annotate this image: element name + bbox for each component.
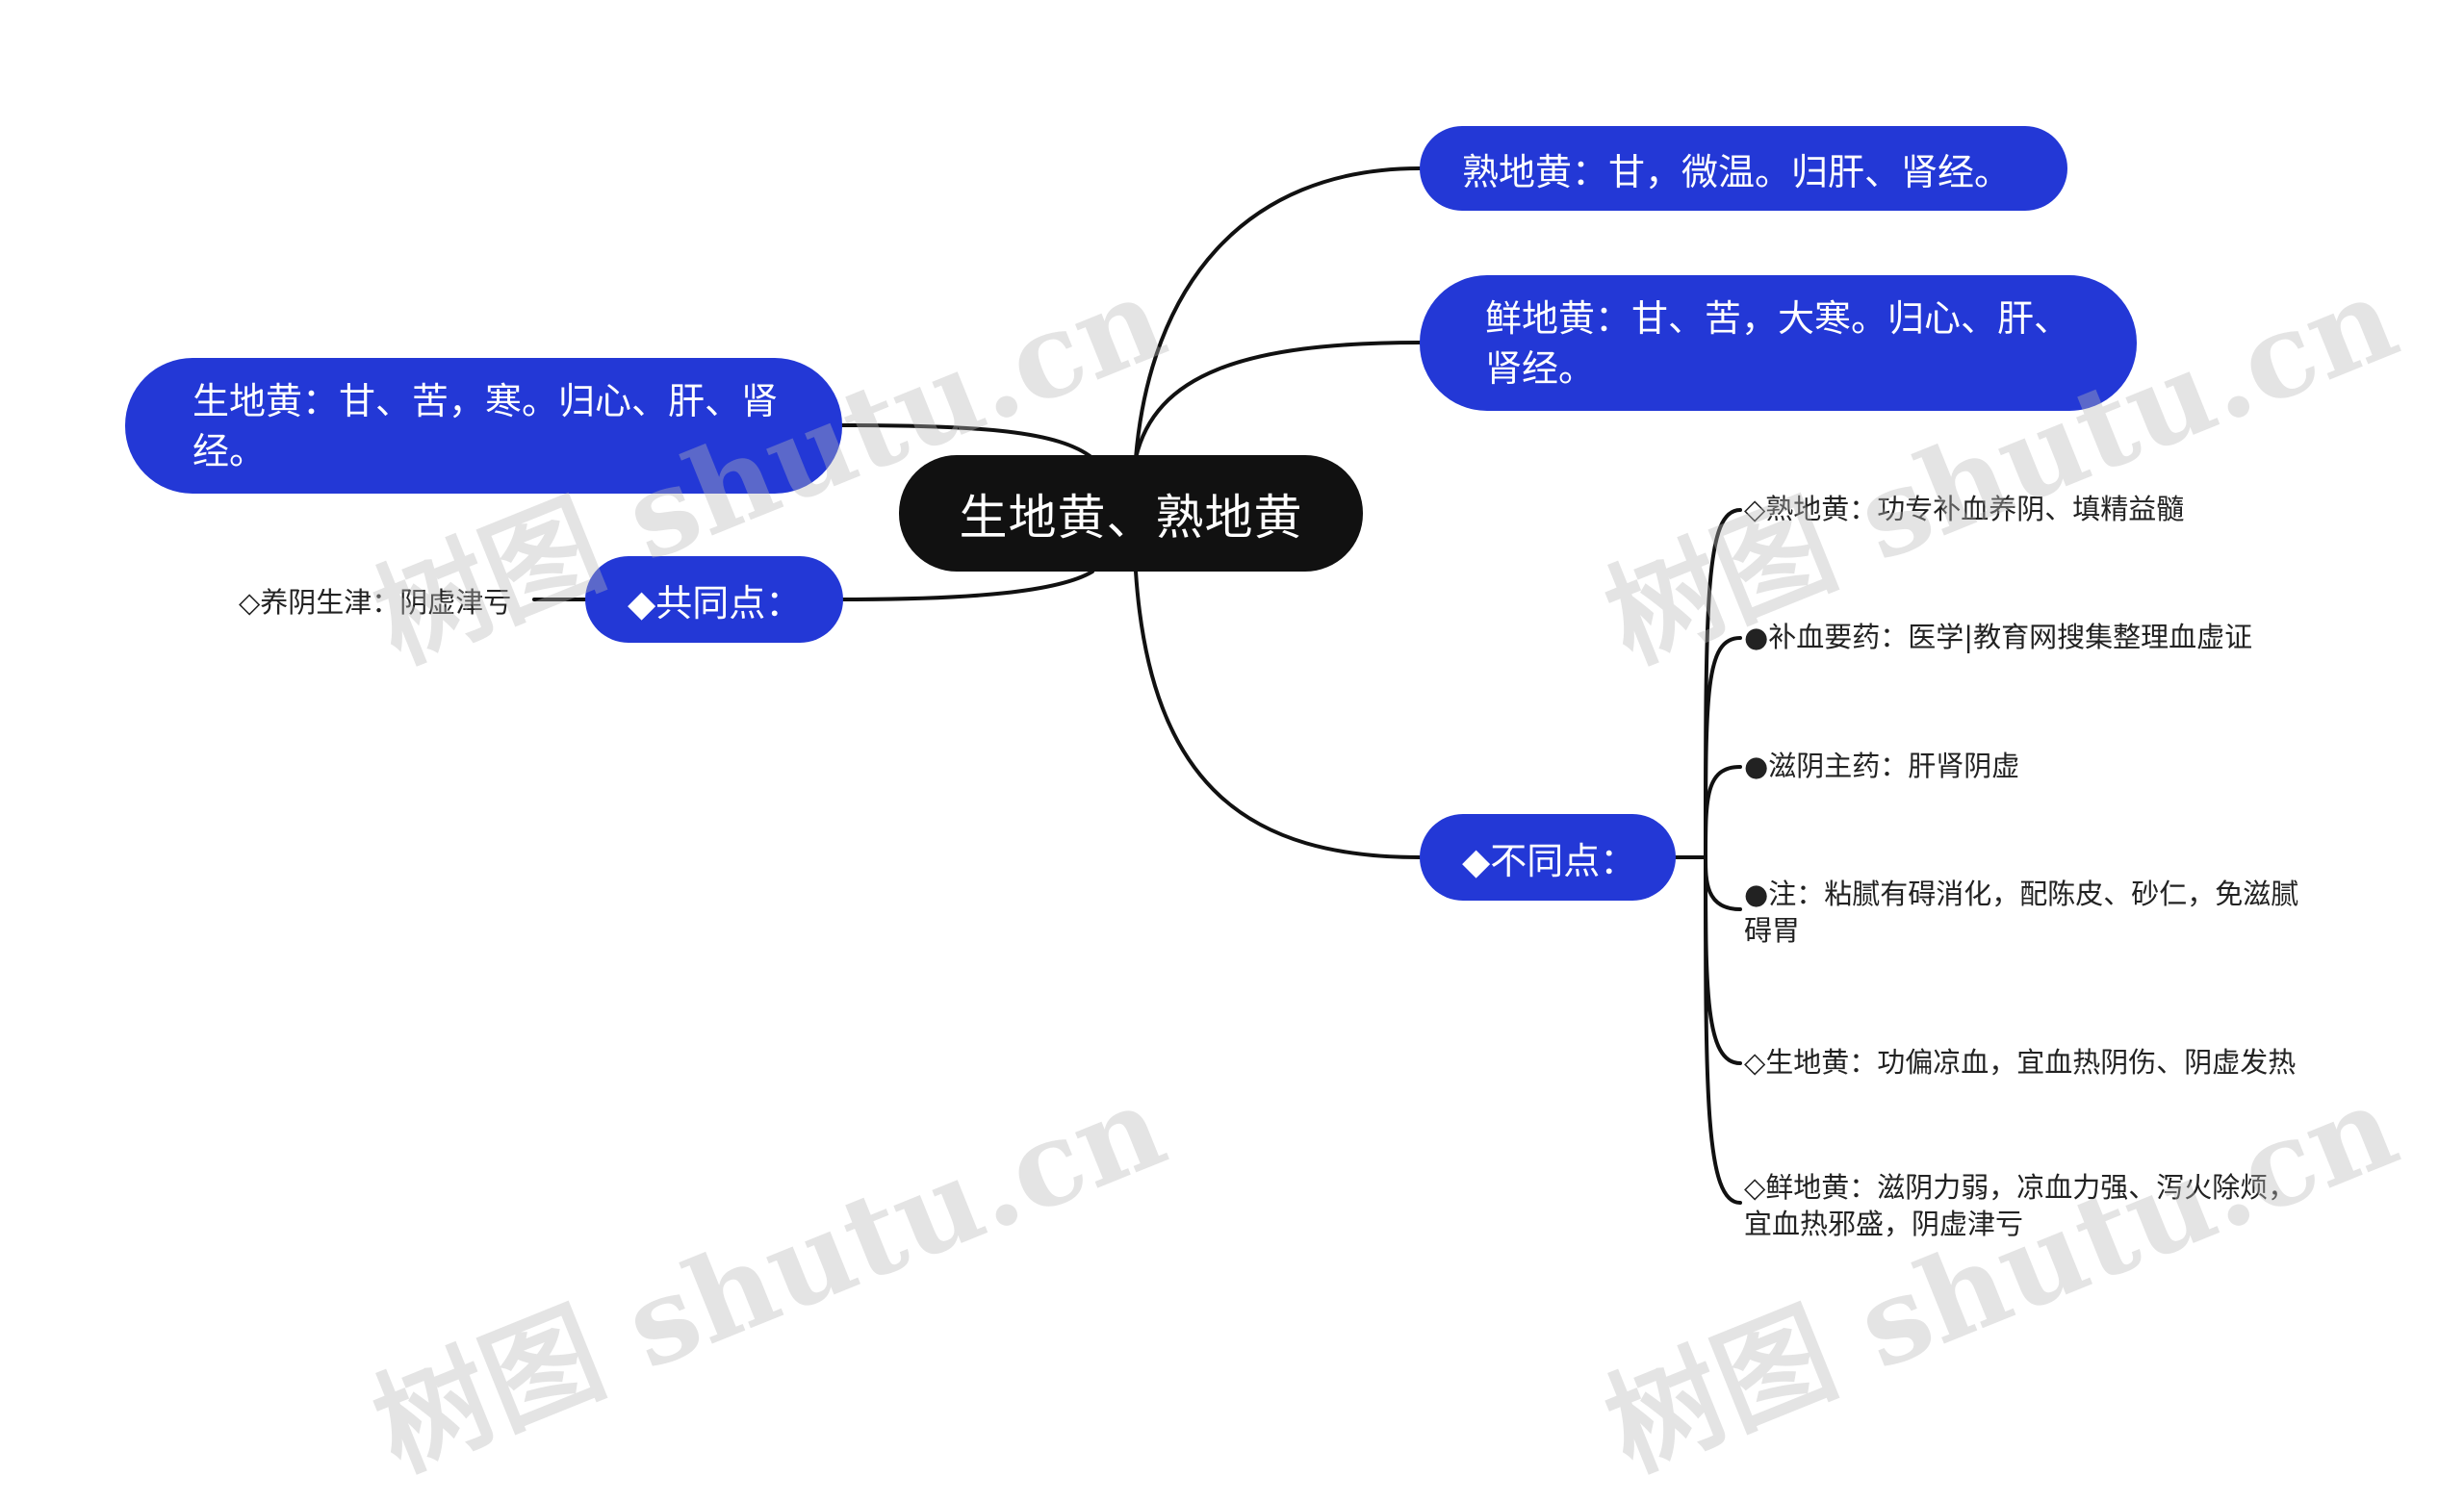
mindmap-canvas: 生地黄、熟地黄 熟地黄：甘，微温。归肝、肾经。 鲜地黄：甘、苦，大寒。归心、肝、… (125, 126, 2414, 1497)
link-root-bu (1134, 570, 1422, 859)
link-root-shu (1134, 166, 1422, 460)
link-root-sheng (840, 423, 1094, 460)
difference-item[interactable]: ◇熟地黄：功专补血养阴、填精益髓 (1744, 493, 2185, 525)
difference-item[interactable]: ●注：粘腻有碍消化，配陈皮、砂仁，免滋腻碍胃 (1744, 878, 2299, 947)
difference-item[interactable]: ●滋阴主药：肝肾阴虚 (1744, 750, 2020, 782)
branch-differences[interactable]: ◆不同点： (1420, 814, 1676, 901)
branch-sheng-di-huang[interactable]: 生地黄：甘、苦，寒。归心、肝、肾经。 (125, 358, 842, 494)
link-root-common (841, 570, 1094, 601)
difference-item[interactable]: ◇鲜地黄：滋阴力弱，凉血力强、泻火除烦，宜血热邪盛，阴虚津亏 (1744, 1171, 2297, 1240)
root-topic[interactable]: 生地黄、熟地黄 (899, 455, 1363, 572)
difference-item[interactable]: ●补血要药：医学|教育网搜集整理血虚证 (1744, 621, 2253, 653)
link-diff-5 (1704, 855, 1742, 1065)
branch-shu-di-huang[interactable]: 熟地黄：甘，微温。归肝、肾经。 (1420, 126, 2067, 211)
link-root-xian (1134, 341, 1422, 460)
branch-xian-di-huang[interactable]: 鲜地黄：甘、苦，大寒。归心、肝、肾经。 (1420, 275, 2137, 411)
difference-item[interactable]: ◇生地黄：功偏凉血，宜血热阴伤、阴虚发热 (1744, 1046, 2297, 1079)
link-diff-4 (1704, 855, 1742, 911)
common-point-item[interactable]: ◇养阴生津：阴虚津亏 (239, 586, 512, 619)
link-diff-2 (1704, 636, 1742, 859)
branch-common-points[interactable]: ◆共同点： (585, 556, 843, 643)
link-diff-3 (1704, 765, 1742, 859)
link-diff-6 (1704, 855, 1742, 1205)
connector-lines (532, 166, 1742, 1205)
